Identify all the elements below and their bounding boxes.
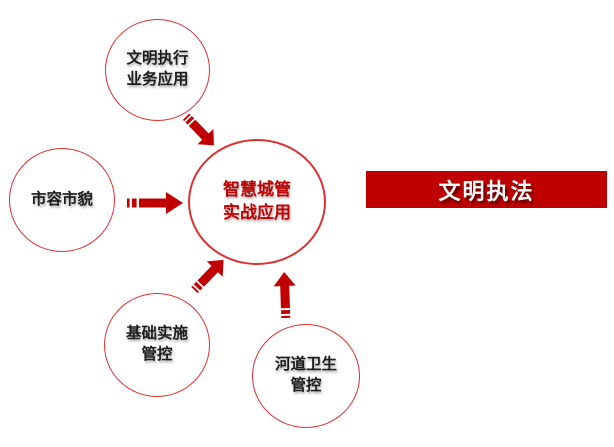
arrow-top-to-center-icon xyxy=(177,108,223,155)
node-civilized-enforcement-business: 文明执行 业务应用 xyxy=(105,19,210,121)
node-river-sanitation-control: 河道卫生 管控 xyxy=(252,324,360,428)
node-infrastructure-control: 基础实施 管控 xyxy=(104,293,210,397)
arrow-bottom-left-to-center-icon xyxy=(185,251,233,299)
center-label-line2: 实战应用 xyxy=(223,203,291,222)
banner-label: 文明执法 xyxy=(438,178,535,204)
node-label-line1: 河道卫生 xyxy=(274,356,337,374)
arrow-bottom-right-to-center-icon xyxy=(271,272,299,319)
node-label-line1: 文明执行 xyxy=(126,50,189,68)
node-label-line2: 管控 xyxy=(141,346,173,363)
node-label-line2: 管控 xyxy=(290,377,322,394)
node-label-line2: 业务应用 xyxy=(126,71,189,88)
arrow-left-to-center-icon xyxy=(127,190,183,216)
node-label-line1: 市容市貌 xyxy=(30,190,93,208)
node-city-appearance: 市容市貌 xyxy=(9,148,115,252)
center-label-line1: 智慧城管 xyxy=(223,180,291,200)
node-smart-city-management-center: 智慧城管 实战应用 xyxy=(188,139,326,265)
node-label-line1: 基础实施 xyxy=(125,325,188,343)
banner-civilized-enforcement: 文明执法 xyxy=(366,171,607,208)
